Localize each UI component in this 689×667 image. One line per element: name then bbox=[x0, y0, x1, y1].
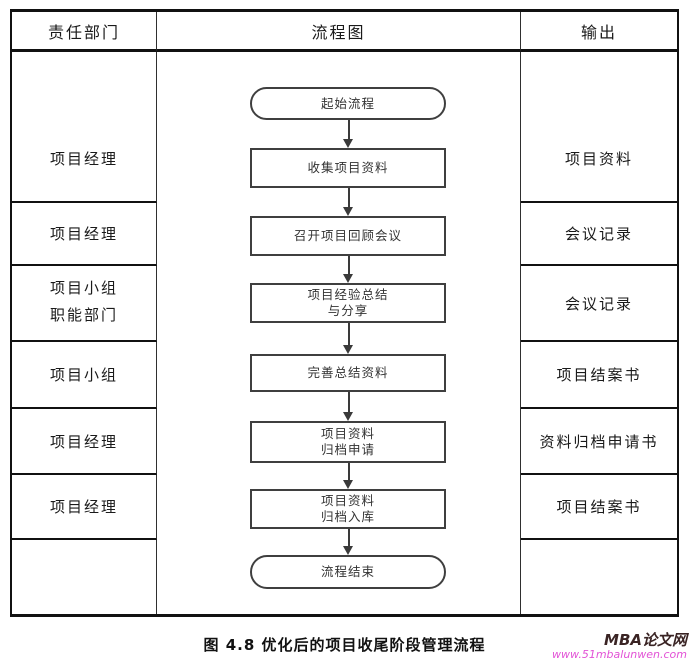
output-cell: 会议记录 bbox=[521, 203, 677, 266]
flow-step-label: 归档入库 bbox=[320, 509, 375, 524]
flow-step-label: 收集项目资料 bbox=[307, 160, 389, 175]
department-line: 项目小组 bbox=[49, 281, 118, 297]
output-cell: 项目资料 bbox=[521, 52, 677, 203]
header-responsible-department: 责任部门 bbox=[12, 12, 157, 52]
flow-step-start: 起始流程 bbox=[250, 87, 446, 120]
department-cell: 项目经理 bbox=[12, 52, 157, 203]
figure-caption: 图 4.8 优化后的项目收尾阶段管理流程 bbox=[203, 636, 486, 654]
flow-step-complete-summary: 完善总结资料 bbox=[250, 354, 446, 392]
flow-step-label: 项目资料 bbox=[320, 493, 375, 508]
flow-step-label: 与分享 bbox=[327, 303, 369, 318]
watermark: MBA论文网 www.51mbalunwen.com bbox=[552, 631, 687, 661]
watermark-brand: MBA论文网 bbox=[604, 631, 687, 649]
output-cell: 项目结案书 bbox=[521, 342, 677, 409]
flow-step-end: 流程结束 bbox=[250, 555, 446, 589]
process-table: 责任部门 流程图 输出 项目经理 项目经理 项目小组 职能部门 项目小组 项目经… bbox=[10, 9, 679, 617]
department-cell: 项目小组 职能部门 bbox=[12, 266, 157, 342]
flow-arrow bbox=[343, 188, 354, 216]
flow-arrow bbox=[343, 323, 354, 354]
flow-step-label: 完善总结资料 bbox=[307, 365, 389, 380]
flow-arrow bbox=[343, 120, 354, 148]
flow-arrow bbox=[343, 463, 354, 489]
department-cell: 项目经理 bbox=[12, 409, 157, 475]
department-cell-empty bbox=[12, 540, 157, 614]
flow-step-label: 流程结束 bbox=[320, 564, 375, 579]
header-flowchart: 流程图 bbox=[157, 12, 521, 52]
department-cell: 项目经理 bbox=[12, 203, 157, 266]
watermark-url: www.51mbalunwen.com bbox=[552, 648, 687, 661]
flow-step-label: 起始流程 bbox=[320, 95, 375, 111]
flow-step-review-meeting: 召开项目回顾会议 bbox=[250, 216, 446, 256]
flow-step-collect-materials: 收集项目资料 bbox=[250, 148, 446, 188]
flow-step-label: 项目经验总结 bbox=[307, 287, 389, 302]
flow-arrow bbox=[343, 529, 354, 555]
header-output: 输出 bbox=[521, 12, 677, 52]
flow-step-archive-storage: 项目资料 归档入库 bbox=[250, 489, 446, 529]
output-cell: 资料归档申请书 bbox=[521, 409, 677, 475]
flow-step-label: 召开项目回顾会议 bbox=[293, 228, 402, 243]
flow-step-label: 项目资料 bbox=[320, 426, 375, 441]
output-cell-empty bbox=[521, 540, 677, 614]
flow-step-experience-summary: 项目经验总结 与分享 bbox=[250, 283, 446, 323]
department-line: 职能部门 bbox=[49, 308, 118, 324]
flow-step-label: 归档申请 bbox=[320, 442, 375, 457]
output-cell: 会议记录 bbox=[521, 266, 677, 342]
flow-step-archive-application: 项目资料 归档申请 bbox=[250, 421, 446, 463]
department-cell: 项目经理 bbox=[12, 475, 157, 540]
output-cell: 项目结案书 bbox=[521, 475, 677, 540]
flow-arrow bbox=[343, 256, 354, 283]
flowchart-cell: 起始流程 收集项目资料 召开项目回顾会议 项目经验总结 与分享 完善总结资料 项… bbox=[157, 52, 521, 614]
flow-arrow bbox=[343, 392, 354, 421]
department-cell: 项目小组 bbox=[12, 342, 157, 409]
